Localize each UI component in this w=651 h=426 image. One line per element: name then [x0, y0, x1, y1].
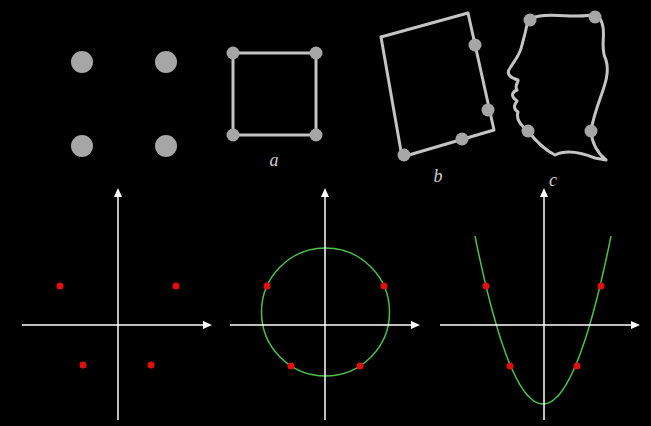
- dot: [310, 129, 323, 142]
- point: [357, 363, 364, 370]
- point: [148, 362, 155, 369]
- dot: [155, 135, 177, 157]
- arrowhead: [321, 188, 329, 197]
- point: [264, 283, 271, 290]
- dot: [227, 129, 240, 142]
- point: [57, 283, 64, 290]
- dot: [398, 149, 411, 162]
- arrowhead: [203, 321, 212, 329]
- x-axis: [440, 324, 634, 326]
- point: [507, 363, 514, 370]
- dot-group: [522, 11, 602, 138]
- point: [173, 283, 180, 290]
- y-axis: [543, 194, 545, 420]
- y-axis: [117, 194, 119, 420]
- dot-group: [227, 47, 323, 142]
- dot: [71, 51, 93, 73]
- dot: [469, 39, 482, 52]
- point: [80, 362, 87, 369]
- tilted-square-outline: [381, 13, 494, 157]
- axes: [440, 194, 634, 420]
- parabola-curve: [475, 236, 611, 404]
- arrowhead: [540, 188, 548, 197]
- dot: [585, 125, 598, 138]
- dot: [482, 104, 495, 117]
- dot: [227, 47, 240, 60]
- arrowhead: [411, 321, 420, 329]
- figure-label: b: [434, 167, 443, 185]
- point: [574, 363, 581, 370]
- point: [381, 283, 388, 290]
- axes: [230, 194, 414, 420]
- face-outline: [508, 14, 607, 160]
- dot-group: [71, 51, 177, 157]
- dot: [456, 133, 469, 146]
- point: [288, 363, 295, 370]
- dot: [522, 125, 535, 138]
- square-outline: [233, 53, 316, 135]
- figure-label: c: [549, 171, 557, 189]
- dot: [71, 135, 93, 157]
- point-group: [483, 283, 605, 370]
- y-axis: [324, 194, 326, 420]
- x-axis: [230, 324, 414, 326]
- dot-group: [398, 39, 495, 162]
- dot: [524, 14, 537, 27]
- arrowhead: [631, 321, 640, 329]
- dot: [589, 11, 602, 24]
- axes: [22, 194, 206, 420]
- point: [598, 283, 605, 290]
- arrowhead: [114, 188, 122, 197]
- figure-label: a: [270, 151, 279, 169]
- point-group: [57, 283, 180, 369]
- x-axis: [22, 324, 206, 326]
- dot: [310, 47, 323, 60]
- point: [483, 283, 490, 290]
- point-group: [264, 283, 388, 370]
- dot: [155, 51, 177, 73]
